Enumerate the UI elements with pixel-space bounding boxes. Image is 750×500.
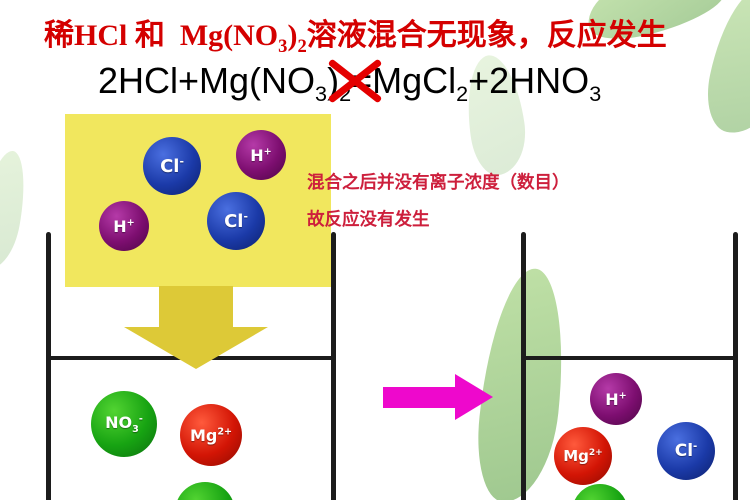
magnesium-ion: Mg2+ (180, 404, 242, 466)
right-beaker-left-wall (521, 232, 526, 500)
ion-label: Cl- (160, 155, 184, 177)
equation-subscript: 2 (456, 81, 469, 107)
note-text: 混合之后并没有离子浓度（数目） 故反应没有发生 (307, 164, 570, 238)
red-cross-icon (323, 56, 387, 106)
equation-subscript: 3 (315, 81, 328, 107)
ion-callout-box (65, 114, 331, 287)
ion-label: Mg2+ (189, 425, 233, 445)
leaf-decoration (0, 147, 33, 273)
chloride-ion: Cl- (657, 422, 715, 480)
note-line-2: 故反应没有发生 (307, 208, 430, 229)
leaf-decoration (699, 0, 750, 141)
right-beaker-right-wall (733, 232, 738, 500)
ion-label: H+ (605, 389, 627, 409)
ion-label: Cl- (224, 210, 248, 232)
ion-label: Cl- (674, 441, 698, 461)
equals-sign-wrap: = (327, 58, 383, 104)
title-subscript: 3 (278, 36, 288, 57)
equation-segment: MgCl (372, 60, 457, 101)
title-text: 稀HCl 和 Mg(NO (44, 19, 279, 52)
down-arrow-icon (159, 286, 233, 327)
title-text: ) (287, 19, 298, 52)
slide-title: 稀HCl 和 Mg(NO3)2溶液混合无现象，反应发生 (44, 10, 667, 58)
nitrate-ion-partial (572, 484, 628, 500)
equation-segment: +2HNO (468, 60, 590, 101)
down-arrow-icon (124, 327, 268, 369)
ion-label: Mg2+ (563, 447, 603, 465)
right-beaker-waterline (524, 356, 736, 360)
chemical-equation: 2HCl+Mg(NO3)2=MgCl2+2HNO3 (98, 58, 602, 107)
title-subscript: 2 (297, 36, 307, 57)
equation-subscript: 3 (589, 81, 602, 107)
hydrogen-ion: H+ (236, 130, 286, 180)
ion-label: H+ (113, 216, 135, 236)
ion-label: NO3- (105, 412, 143, 436)
nitrate-ion-partial (175, 482, 235, 500)
magnesium-ion: Mg2+ (554, 427, 612, 485)
note-line-1: 混合之后并没有离子浓度（数目） (307, 172, 570, 192)
title-text: 溶液混合无现象，反应发生 (306, 19, 667, 52)
nitrate-ion: NO3- (91, 391, 157, 457)
right-arrow-icon (383, 387, 455, 408)
hydrogen-ion: H+ (590, 373, 642, 425)
equation-segment: 2HCl+Mg(NO (98, 60, 316, 101)
left-beaker-left-wall (46, 232, 51, 500)
ion-label: H+ (250, 145, 272, 165)
left-beaker-right-wall (331, 232, 336, 500)
right-arrow-icon (455, 374, 493, 420)
chloride-ion: Cl- (207, 192, 265, 250)
hydrogen-ion: H+ (99, 201, 149, 251)
chloride-ion: Cl- (143, 137, 201, 195)
